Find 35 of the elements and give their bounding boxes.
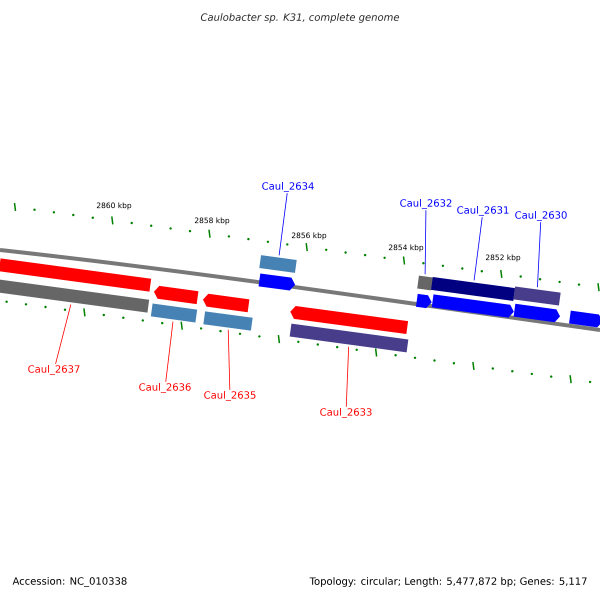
gene-bar xyxy=(290,324,408,352)
gene-label: Caul_2630 xyxy=(515,211,567,221)
gene-label: Caul_2632 xyxy=(400,199,452,209)
leader-line xyxy=(278,192,288,256)
gene-bar xyxy=(150,304,198,322)
gene-bar xyxy=(259,255,297,273)
genome-info-text: Topology: circular; Length: 5,477,872 bp; Genes: 5,117 xyxy=(310,577,587,587)
leader-line xyxy=(537,222,542,288)
leader-line xyxy=(346,346,350,408)
gene-bar xyxy=(203,311,253,331)
gene-bar xyxy=(0,258,152,292)
leader-line xyxy=(55,304,72,364)
gene-label: Caul_2636 xyxy=(139,383,191,393)
gene-label: Caul_2634 xyxy=(262,182,314,192)
gene-bar xyxy=(0,279,150,313)
gene-block xyxy=(514,304,560,322)
gene-bar xyxy=(417,276,433,290)
gene-bar xyxy=(431,277,515,301)
gene-block xyxy=(154,286,198,304)
gene-block xyxy=(290,306,408,334)
gene-label: Caul_2637 xyxy=(28,365,80,375)
gene-bar xyxy=(513,286,561,306)
gene-block xyxy=(569,310,600,328)
gene-label: Caul_2635 xyxy=(204,391,256,401)
gene-label: Caul_2631 xyxy=(457,206,508,216)
leader-line xyxy=(424,210,426,275)
gene-block xyxy=(258,273,296,291)
leader-line xyxy=(474,216,483,281)
leader-line xyxy=(228,329,230,390)
title: Caulobacter sp. K31, complete genome xyxy=(200,13,400,23)
accession-text: Accession: NC_010338 xyxy=(12,577,127,587)
gene-block xyxy=(202,294,250,312)
gene-label: Caul_2633 xyxy=(320,408,372,418)
leader-line xyxy=(165,321,174,382)
gene-block xyxy=(416,294,432,308)
